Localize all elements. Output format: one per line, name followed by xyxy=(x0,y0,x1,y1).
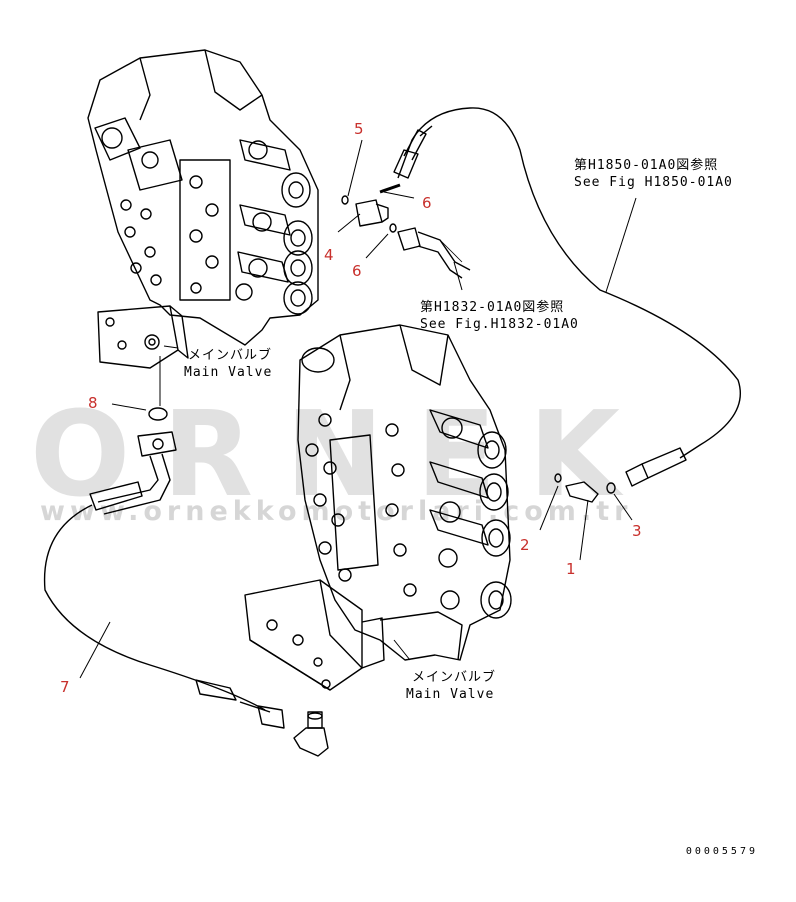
lower-valve-label-en: Main Valve xyxy=(406,687,495,702)
part-number-1: 1 xyxy=(566,560,576,578)
upper-hose xyxy=(393,107,742,487)
ref-middle-en: See Fig.H1832-01A0 xyxy=(420,317,579,332)
drawing-code: 00005579 xyxy=(685,846,758,857)
part-number-2: 2 xyxy=(520,536,530,554)
part-number-8: 8 xyxy=(88,394,98,412)
part-number-4: 4 xyxy=(324,246,334,264)
fittings-lower xyxy=(554,473,616,503)
ref-upper-jp: 第H1850-01A0図参照 xyxy=(574,158,719,173)
upper-valve-label-jp: メインバルブ xyxy=(188,348,273,363)
hose-end-middle xyxy=(397,227,471,279)
ref-upper-en: See Fig H1850-01A0 xyxy=(574,175,733,190)
left-hose xyxy=(43,407,285,729)
part-number-7: 7 xyxy=(60,678,70,696)
elbow-fitting xyxy=(293,711,329,757)
ref-middle-jp: 第H1832-01A0図参照 xyxy=(420,300,565,315)
part-number-3: 3 xyxy=(632,522,642,540)
lower-main-valve xyxy=(244,324,512,691)
fittings-upper xyxy=(341,183,401,233)
part-number-6-upper: 6 xyxy=(422,194,432,212)
part-number-5: 5 xyxy=(354,120,364,138)
upper-main-valve xyxy=(87,49,319,369)
lower-valve-label-jp: メインバルブ xyxy=(412,670,497,685)
part-number-6-lower: 6 xyxy=(352,262,362,280)
leaders xyxy=(79,139,637,679)
upper-valve-label-en: Main Valve xyxy=(184,365,273,380)
